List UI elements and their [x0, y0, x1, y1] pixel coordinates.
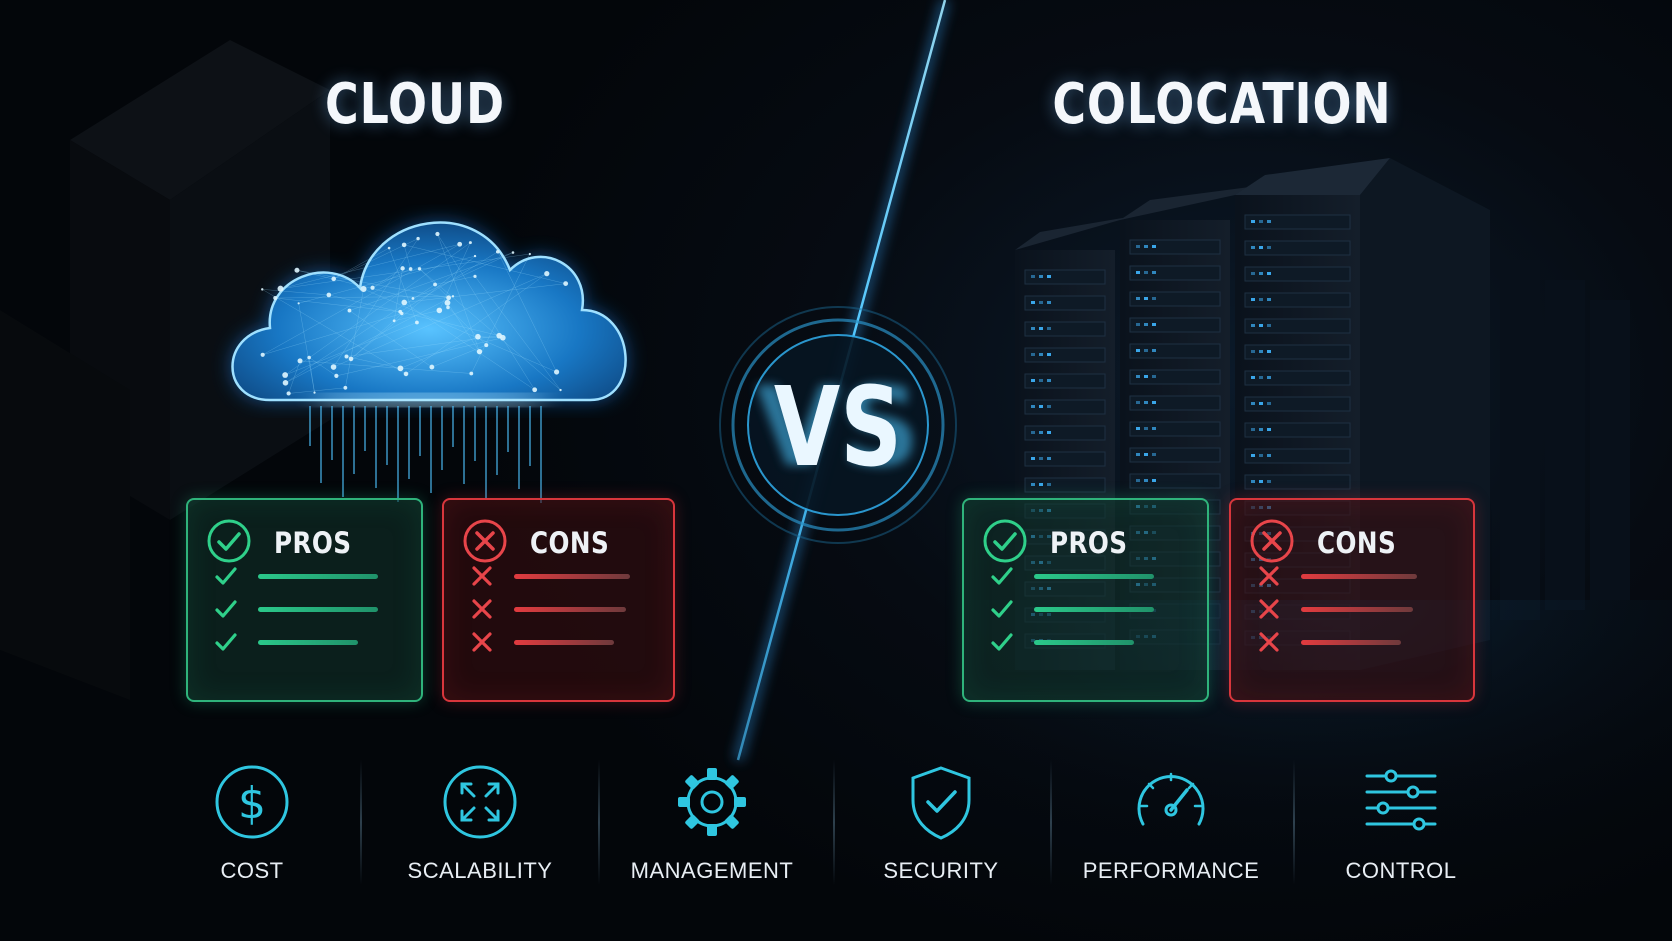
placeholder-line — [258, 574, 378, 579]
cloud-graphic — [231, 221, 627, 503]
check-icon — [215, 600, 237, 618]
speedometer-icon — [1137, 772, 1205, 826]
cloud-title: CLOUD — [325, 72, 505, 137]
dark-blocks — [0, 40, 330, 700]
shield-check-icon — [911, 766, 971, 840]
svg-text:VS: VS — [756, 363, 920, 491]
sliders-icon — [1365, 769, 1437, 831]
x-icon — [472, 599, 492, 619]
check-icon — [215, 567, 237, 585]
colocation-pros-card: PROS — [962, 498, 1209, 702]
placeholder-line — [1301, 574, 1417, 579]
x-circle-icon — [463, 519, 507, 563]
factor-divider — [598, 760, 600, 885]
placeholder-line — [1034, 607, 1154, 612]
colocation-cons-card: CONS — [1229, 498, 1475, 702]
factor-label: SCALABILITY — [407, 858, 553, 883]
placeholder-line — [1301, 640, 1401, 645]
svg-text:$: $ — [238, 778, 266, 829]
cons-label: CONS — [530, 526, 610, 560]
placeholder-line — [514, 574, 630, 579]
vs-text: VS — [774, 364, 902, 492]
placeholder-line — [258, 607, 378, 612]
x-circle-icon — [1250, 519, 1294, 563]
pros-label: PROS — [1050, 526, 1128, 560]
check-icon — [215, 633, 237, 651]
x-icon — [1259, 632, 1279, 652]
factor-management: MANAGEMENT — [607, 762, 817, 902]
check-icon — [991, 633, 1013, 651]
dollar-icon: $ — [215, 765, 289, 839]
expand-arrows-icon — [443, 765, 517, 839]
factor-cost: $ COST — [147, 762, 357, 902]
factor-label: COST — [220, 858, 284, 883]
factor-performance: PERFORMANCE — [1066, 762, 1276, 902]
factor-divider — [360, 760, 362, 885]
placeholder-line — [514, 640, 614, 645]
factor-label: PERFORMANCE — [1082, 858, 1260, 883]
factor-security: SECURITY — [836, 762, 1046, 902]
factor-label: MANAGEMENT — [630, 858, 794, 883]
check-circle-icon — [207, 519, 251, 563]
factor-divider — [833, 760, 835, 885]
factor-control: CONTROL — [1296, 762, 1506, 902]
cloud-pros-card: PROS — [186, 498, 423, 702]
placeholder-line — [514, 607, 626, 612]
x-icon — [1259, 566, 1279, 586]
check-circle-icon — [983, 519, 1027, 563]
placeholder-line — [1301, 607, 1413, 612]
x-icon — [1259, 599, 1279, 619]
factor-divider — [1050, 760, 1052, 885]
x-icon — [472, 566, 492, 586]
pros-label: PROS — [274, 526, 352, 560]
placeholder-line — [1034, 574, 1154, 579]
cons-label: CONS — [1317, 526, 1397, 560]
factor-divider — [1293, 760, 1295, 885]
factor-label: SECURITY — [883, 858, 999, 883]
check-icon — [991, 600, 1013, 618]
placeholder-line — [1034, 640, 1134, 645]
factor-scalability: SCALABILITY — [375, 762, 585, 902]
colocation-title: COLOCATION — [1052, 72, 1392, 137]
factor-label: CONTROL — [1345, 858, 1457, 883]
placeholder-line — [258, 640, 358, 645]
check-icon — [991, 567, 1013, 585]
gear-icon — [678, 768, 746, 836]
x-icon — [472, 632, 492, 652]
cloud-cons-card: CONS — [442, 498, 675, 702]
